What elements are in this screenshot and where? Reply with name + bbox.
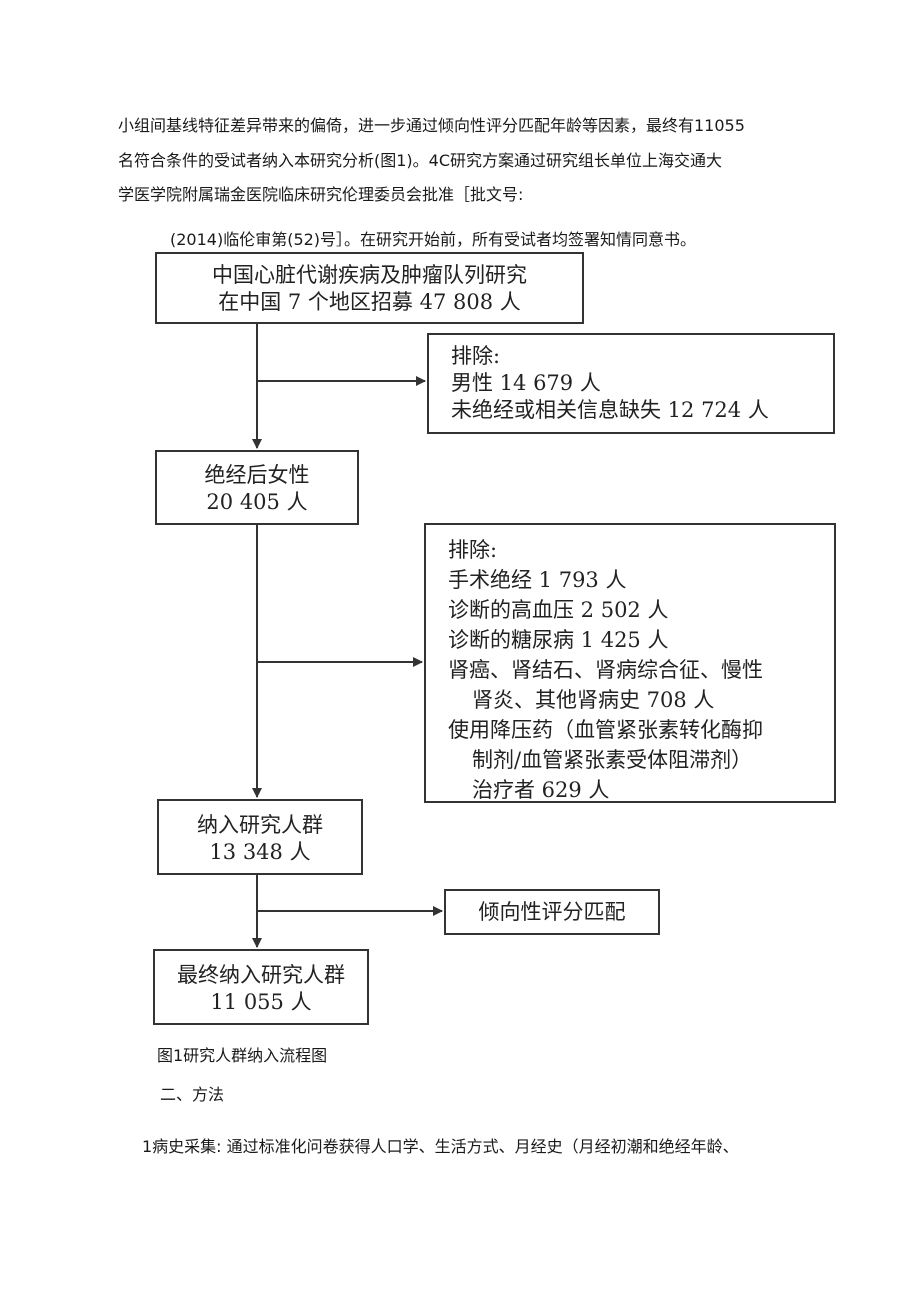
postmenopausal-title: 绝经后女性 (204, 463, 310, 487)
enrollment-title: 中国心脏代谢疾病及肿瘤队列研究 (212, 263, 527, 287)
section-heading: 二、方法 (160, 1085, 225, 1104)
exclusion-item: 使用降压药（血管紧张素转化酶抑 (448, 718, 763, 742)
approval-number-line: (2014)临伦审第(52)号］。在研究开始前，所有受试者均签署知情同意书。 (170, 230, 697, 249)
exclusion-item: 诊断的高血压 2 502 人 (448, 598, 669, 622)
psm-label: 倾向性评分匹配 (478, 900, 626, 924)
postmenopausal-count: 20 405 人 (206, 490, 308, 514)
enrollment-count: 在中国 7 个地区招募 47 808 人 (218, 290, 521, 314)
exclusion-item: 诊断的糖尿病 1 425 人 (448, 628, 669, 652)
exclusion-item-continued: 治疗者 629 人 (472, 778, 610, 802)
exclusion-item-continued: 制剂/血管紧张素受体阻滞剂） (472, 748, 753, 772)
exclusion-item: 男性 14 679 人 (451, 371, 601, 395)
exclusion-title: 排除: (451, 344, 501, 368)
figure-caption: 图1研究人群纳入流程图 (157, 1046, 328, 1065)
final-population-box: 最终纳入研究人群 11 055 人 (153, 949, 369, 1025)
study-population-box: 纳入研究人群 13 348 人 (157, 799, 363, 875)
psm-box: 倾向性评分匹配 (444, 889, 660, 935)
exclusion-title: 排除: (448, 538, 498, 562)
exclusion-item-continued: 肾炎、其他肾病史 708 人 (472, 688, 715, 712)
exclusion-item: 手术绝经 1 793 人 (448, 568, 627, 592)
enrollment-box: 中国心脏代谢疾病及肿瘤队列研究 在中国 7 个地区招募 47 808 人 (155, 252, 584, 324)
body-text-line: 小组间基线特征差异带来的偏倚，进一步通过倾向性评分匹配年龄等因素，最终有1105… (118, 116, 745, 135)
exclusion-box-1: 排除: 男性 14 679 人 未绝经或相关信息缺失 12 724 人 (427, 333, 835, 434)
postmenopausal-box: 绝经后女性 20 405 人 (155, 450, 359, 525)
body-text-line: 名符合条件的受试者纳入本研究分析(图1)。4C研究方案通过研究组长单位上海交通大 (118, 151, 723, 170)
final-population-count: 11 055 人 (210, 990, 312, 1014)
study-population-title: 纳入研究人群 (197, 813, 323, 837)
exclusion-item: 肾癌、肾结石、肾病综合征、慢性 (448, 658, 763, 682)
final-population-title: 最终纳入研究人群 (177, 963, 345, 987)
study-population-count: 13 348 人 (209, 840, 311, 864)
exclusion-box-2: 排除: 手术绝经 1 793 人 诊断的高血压 2 502 人 诊断的糖尿病 1… (424, 523, 836, 803)
body-text-line: 1病史采集: 通过标准化问卷获得人口学、生活方式、月经史（月经初潮和绝经年龄、 (142, 1137, 739, 1156)
exclusion-item: 未绝经或相关信息缺失 12 724 人 (451, 398, 769, 422)
body-text-line: 学医学院附属瑞金医院临床研究伦理委员会批准［批文号: (118, 185, 524, 204)
